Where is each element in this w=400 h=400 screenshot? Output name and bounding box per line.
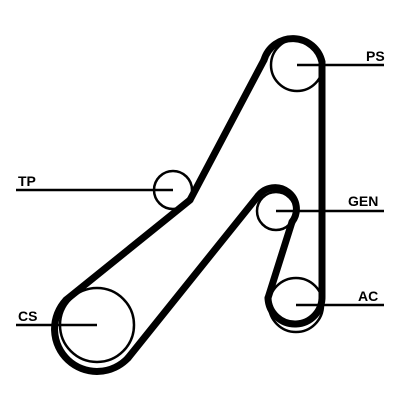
belt-wrap-ac xyxy=(264,292,326,328)
label-tp: TP xyxy=(18,173,36,189)
label-ps: PS xyxy=(366,48,385,64)
drive-belt xyxy=(51,35,326,375)
label-gen: GEN xyxy=(348,193,378,209)
belt-span-cs-to-tp xyxy=(62,196,194,304)
belt-wrap-cs xyxy=(51,296,132,375)
label-cs: CS xyxy=(18,308,37,324)
label-ac: AC xyxy=(358,288,378,304)
belt-span-gen-to-cs xyxy=(124,192,262,362)
belt-span-tp-to-ps xyxy=(186,56,268,204)
pulley-labels: PS TP GEN AC CS xyxy=(18,48,385,324)
belt-span-ac-to-gen xyxy=(264,218,296,302)
leader-lines xyxy=(16,63,384,327)
